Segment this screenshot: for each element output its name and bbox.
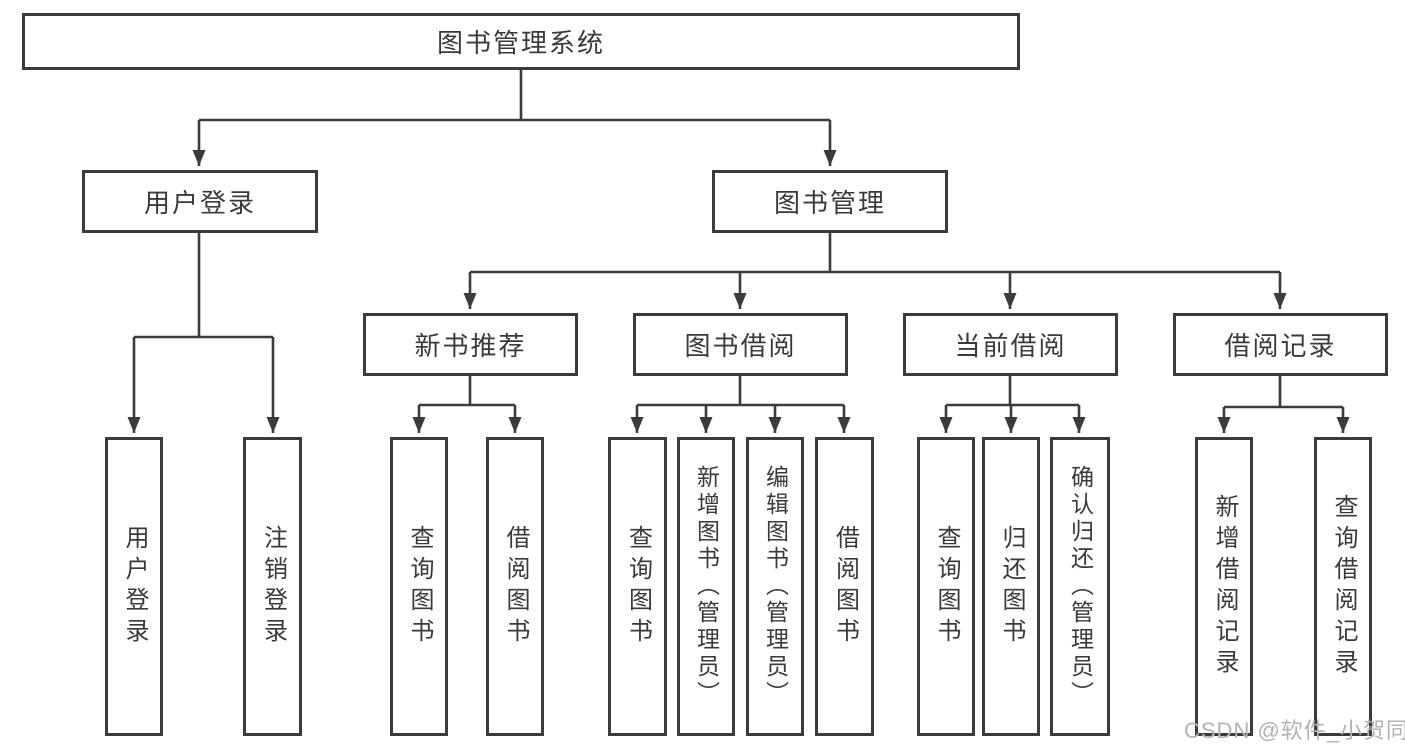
- leaf-query-borrow-record-label: 查询借阅记录: [1330, 493, 1357, 680]
- leaf-logout-label: 注销登录: [259, 524, 287, 649]
- node-root-system: 图书管理系统: [22, 13, 1020, 70]
- node-book-management-branch-label: 图书管理: [773, 188, 886, 218]
- leaf-add-book-admin: 新增图书（管理员）: [677, 437, 735, 736]
- node-current-borrow-label: 当前借阅: [954, 331, 1067, 361]
- node-new-book-recommend-label: 新书推荐: [414, 331, 527, 361]
- node-borrow-record-label: 借阅记录: [1224, 331, 1337, 361]
- node-current-borrow: 当前借阅: [903, 313, 1118, 376]
- leaf-borrow-query-book-label: 查询图书: [624, 524, 652, 649]
- node-book-borrow-label: 图书借阅: [684, 331, 797, 361]
- leaf-query-borrow-record: 查询借阅记录: [1314, 437, 1372, 736]
- leaf-confirm-return-admin: 确认归还（管理员）: [1050, 437, 1110, 736]
- leaf-current-query-book: 查询图书: [917, 437, 975, 736]
- node-user-login-branch: 用户登录: [82, 170, 318, 233]
- leaf-recommend-query-book: 查询图书: [390, 437, 448, 736]
- leaf-add-borrow-record: 新增借阅记录: [1195, 437, 1253, 736]
- leaf-return-book: 归还图书: [982, 437, 1040, 736]
- leaf-user-login: 用户登录: [105, 437, 163, 736]
- leaf-current-query-book-label: 查询图书: [933, 524, 960, 649]
- node-borrow-record: 借阅记录: [1173, 313, 1388, 376]
- node-book-borrow: 图书借阅: [633, 313, 848, 376]
- leaf-borrow-query-book: 查询图书: [608, 437, 667, 736]
- leaf-edit-book-admin: 编辑图书（管理员）: [746, 437, 804, 736]
- node-root-system-label: 图书管理系统: [436, 28, 605, 58]
- node-new-book-recommend: 新书推荐: [363, 313, 578, 376]
- leaf-recommend-query-book-label: 查询图书: [406, 524, 433, 649]
- leaf-recommend-borrow-book-label: 借阅图书: [502, 524, 529, 649]
- leaf-add-book-admin-label: 新增图书（管理员）: [693, 465, 720, 708]
- leaf-borrow-book-label: 借阅图书: [831, 524, 859, 649]
- leaf-confirm-return-admin-label: 确认归还（管理员）: [1067, 465, 1094, 708]
- leaf-borrow-book: 借阅图书: [815, 437, 874, 736]
- leaf-user-login-label: 用户登录: [121, 524, 148, 649]
- leaf-logout: 注销登录: [243, 437, 302, 736]
- csdn-watermark: CSDN @软件_小贺同学: [1184, 718, 1405, 743]
- leaf-add-borrow-record-label: 新增借阅记录: [1211, 493, 1238, 680]
- leaf-recommend-borrow-book: 借阅图书: [486, 437, 544, 736]
- leaf-return-book-label: 归还图书: [998, 524, 1025, 649]
- node-book-management-branch: 图书管理: [712, 170, 948, 233]
- leaf-edit-book-admin-label: 编辑图书（管理员）: [762, 465, 789, 708]
- node-user-login-branch-label: 用户登录: [143, 188, 256, 218]
